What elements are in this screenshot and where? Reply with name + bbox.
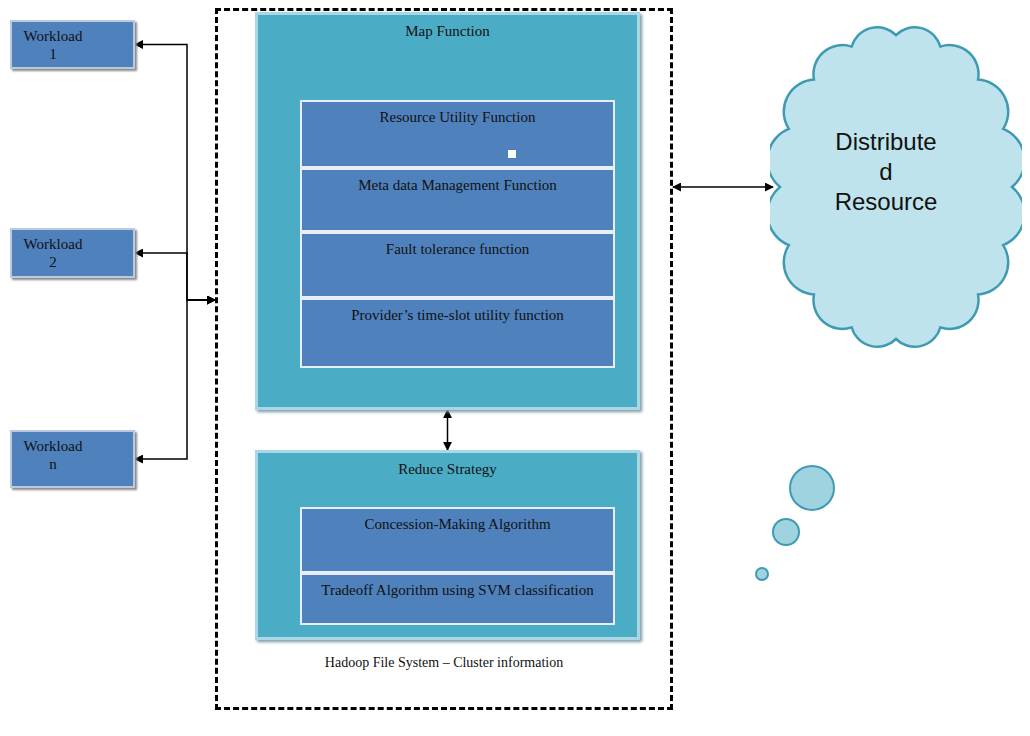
algorithm-box: Tradeoff Algorithm using SVM classificat… xyxy=(300,573,615,625)
node-label: Workload 1 xyxy=(18,27,88,63)
connector-arrow xyxy=(447,410,449,450)
function-box: Meta data Management Function xyxy=(300,168,615,232)
workload-box: Workload 1 xyxy=(10,20,135,69)
function-box: Provider’s time-slot utility function xyxy=(300,298,615,368)
white-marker xyxy=(508,150,516,158)
panel-title: Reduce Strategy xyxy=(258,461,637,478)
workload-box: Workload 2 xyxy=(10,228,135,278)
connector-arrow xyxy=(135,253,215,300)
algorithm-box: Concession-Making Algorithm xyxy=(300,507,615,573)
node-label: Meta data Management Function xyxy=(310,176,605,194)
resource-cloud: Distribute d Resource xyxy=(770,22,1022,352)
node-label: Workload n xyxy=(18,437,88,473)
cluster-boundary: Hadoop File System – Cluster information… xyxy=(215,8,673,710)
function-panel: Map FunctionResource Utility FunctionMet… xyxy=(255,12,640,410)
node-label: Tradeoff Algorithm using SVM classificat… xyxy=(310,581,605,599)
workload-box: Workload n xyxy=(10,430,135,488)
thought-bubble xyxy=(790,466,834,510)
thought-bubble xyxy=(773,519,799,545)
node-label: Provider’s time-slot utility function xyxy=(310,306,605,324)
strategy-panel: Reduce StrategyConcession-Making Algorit… xyxy=(255,450,640,640)
node-label: Concession-Making Algorithm xyxy=(310,515,605,533)
connector-arrow xyxy=(673,186,773,188)
connector-arrow xyxy=(135,300,215,459)
thought-bubble xyxy=(756,568,768,580)
connector-arrow xyxy=(135,45,215,301)
cloud-shape xyxy=(770,27,1022,347)
node-label: Resource Utility Function xyxy=(310,108,605,126)
panel-title: Map Function xyxy=(258,23,637,40)
boundary-label: Hadoop File System – Cluster information xyxy=(218,655,670,671)
cloud-outline xyxy=(770,22,1022,352)
node-label: Distribute d Resource xyxy=(827,127,945,217)
function-box: Fault tolerance function xyxy=(300,232,615,298)
function-box: Resource Utility Function xyxy=(300,100,615,168)
node-label: Fault tolerance function xyxy=(310,240,605,258)
node-label: Workload 2 xyxy=(18,235,88,271)
